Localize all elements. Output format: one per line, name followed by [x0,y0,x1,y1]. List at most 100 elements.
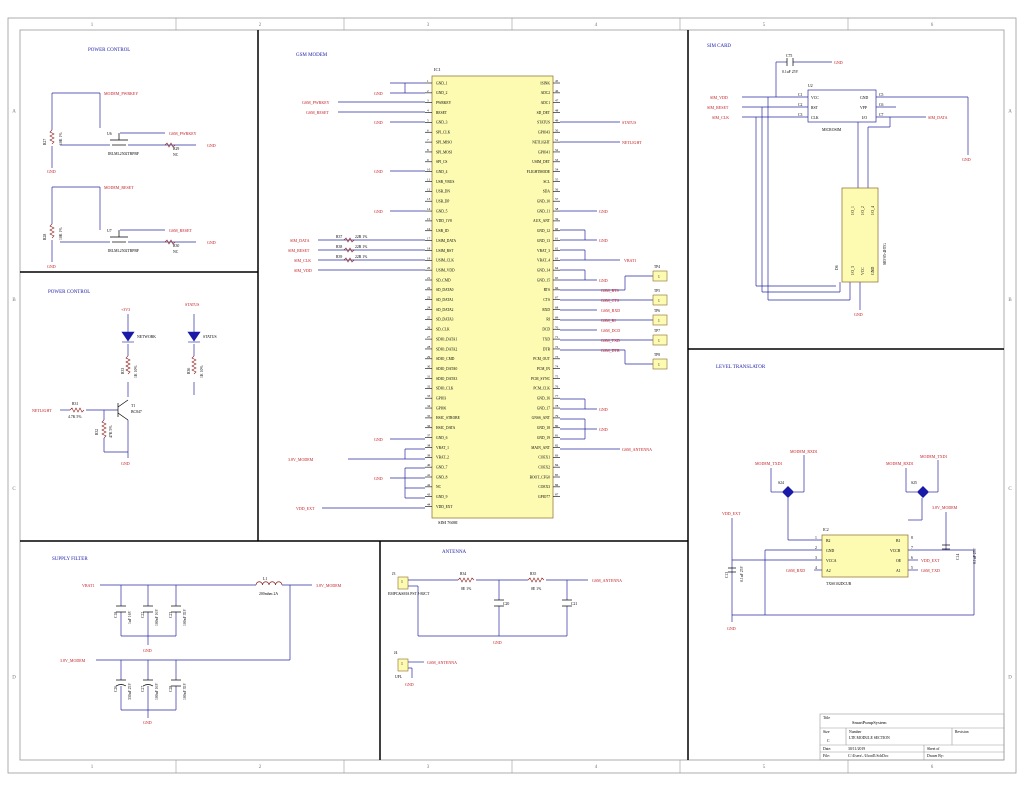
net-sim-vdd: SIM_VDD [294,268,312,273]
gnd-symbol: GND [121,461,130,466]
ic1-left-pins: 1GND_12GND_23PWRKEY4RESET5GND_36SPI_CLK7… [425,79,461,509]
c75-value: 0.1uF 25V [782,70,799,74]
pin-number: 58 [555,207,559,211]
net-vdd-ext-oe: VDD_EXT [921,558,940,563]
pin-name: VBAT_3 [537,249,550,253]
level-translator-section: S24 S25 IC2 1 B2 2 GND 3 VCCA 4 A2 8 B1 … [722,449,977,631]
section-title-sim-card: SIM CARD [707,44,731,49]
pin-number: 69 [555,315,559,319]
pin-number: 70 [555,325,559,329]
pin-name: SPI_CLK [436,131,451,135]
modem-gnd-labels-left: GND GND GND GND GND GND [374,91,383,481]
pin-number: 44 [427,503,431,507]
pin-number: 66 [555,286,559,290]
pin-name: USIM_DATA [436,239,456,243]
ic2-pin-name: GND [826,549,834,553]
modem-right-net-labels: STATUS NETLIGHT VBAT1 GSM_RTS GSM_CTS GS… [599,120,652,452]
pin-number: 43 [427,493,431,497]
sheet-date: 30/11/2019 [848,747,865,751]
svg-text:TP5: TP5 [654,289,660,293]
ic1-ref: IC1 [434,67,441,72]
c18-value: 1uF 16V [128,610,132,624]
section-title-gsm-modem: GSM MODEM [296,53,328,58]
d6-pin: I/O_3 [851,266,855,275]
r27-label: R27 [43,139,47,145]
gnd-symbol: GND [599,209,608,214]
t1-label: T1 [131,404,135,408]
led-status-label: STATUS [203,335,217,339]
net-sim-clk-sim: SIM_CLK [712,115,729,120]
net-gsm-antenna-ant: GSM_ANTENNA [592,578,622,583]
pin-name: SDIO_CLK [436,387,454,391]
pin-name: GND_15 [537,278,550,282]
net-modem-rxd1: MODEM_RXD1 [790,449,818,454]
net-gsm-rts: GSM_RTS [601,288,619,293]
pin-number: 51 [555,138,559,142]
d6-label: D6 [835,265,839,270]
pin-number: 54 [555,168,559,172]
sheet-number: LTE MODULE SECTION [849,736,890,740]
frame-column-label: 2 [259,23,262,28]
l1-label: L1 [263,577,267,581]
gnd-symbol: GND [405,682,414,687]
sim-card-section: C75 0.1uF 25V U2 C1 VCC C2 RST C3 CLK C5… [707,54,971,317]
pin-number: 55 [555,178,559,182]
pin-name: GND_13 [537,239,550,243]
ic2-pin-num: 8 [911,536,913,540]
net-gsm-dcd: GSM_DCD [601,328,620,333]
r36-value: 1K 10% [200,365,204,378]
pin-number: 27 [427,335,431,339]
ic2-pin-num: 7 [911,546,913,550]
pin-name: RTS [544,288,550,292]
r33-label: R33 [121,368,125,374]
gnd-symbol: GND [143,720,152,725]
d6-pin: I/O_1 [851,206,855,215]
pin-name: GND_6 [436,436,448,440]
section-title-power-control-leds: POWER CONTROL [48,290,90,295]
modem-left-nets [318,82,425,509]
net-3v8-modem: 3.8V_MODEM [288,457,314,462]
t1-part: BC847 [131,410,142,414]
r34-label: R34 [460,572,466,576]
supply-filter-section: L1 200mhm 2A C18 1uF 16V C22 100nF 16V C… [60,577,342,725]
pin-name: SPI_MISO [436,140,452,144]
net-status-led: STATUS [185,302,199,307]
c23-label: C23 [169,612,173,618]
net-modem-txd1: MODEM_TXD1 [755,461,783,466]
frame-row-label: A [1008,109,1012,114]
net-modem-pwrkey: MODEM_PWRKEY [104,91,138,96]
u2-pin-name: VPP [860,106,867,110]
r38-value: 22R 1% [355,245,368,249]
ic2-pin-name: B1 [896,539,901,543]
u2-pin-name: I/O [862,116,867,120]
led-network-label: NETWORK [137,335,156,339]
pin-name: GND_16 [537,397,550,401]
gnd-symbol: GND [374,169,383,174]
j4-pin: 1 [401,662,403,666]
frame-column-label: 1 [91,23,94,28]
net-sim-reset-sim: SIM_RESET [707,105,729,110]
pin-name: ISINK [540,81,550,85]
